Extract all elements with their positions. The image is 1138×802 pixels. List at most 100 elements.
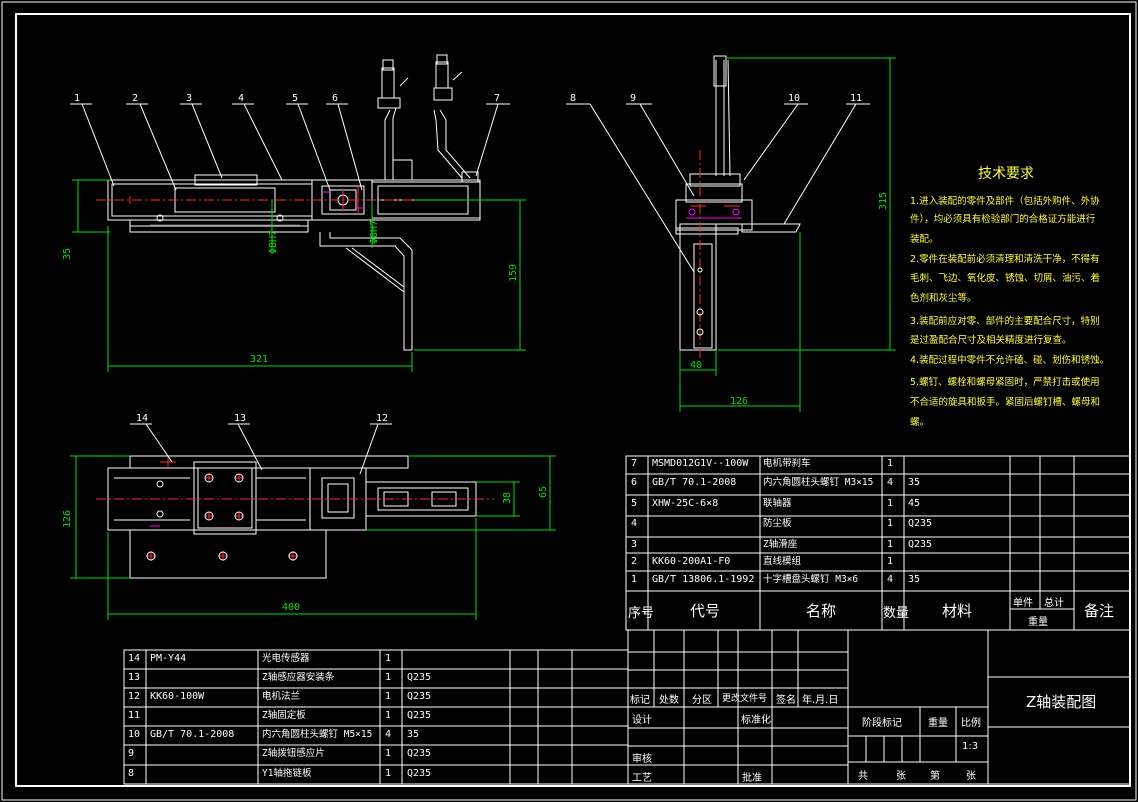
balloon-7: 7 bbox=[494, 93, 500, 104]
tech-line-5: 毛刺、飞边、氧化皮、锈蚀、切屑、油污、着 bbox=[910, 272, 1100, 284]
part-material: Q235 bbox=[407, 672, 432, 683]
tech-line-12: 螺。 bbox=[910, 417, 929, 428]
tech-line-7: 3.装配前应对零、部件的主要配合尺寸，特别 bbox=[910, 315, 1100, 327]
part-no: 4 bbox=[631, 518, 638, 529]
balloon-4: 4 bbox=[238, 93, 244, 104]
part-code: GB/T 70.1-2008 bbox=[150, 729, 235, 740]
inner-frame bbox=[15, 13, 1131, 787]
drawing-title: Z轴装配图 bbox=[1026, 693, 1097, 711]
part-material: Q235 bbox=[407, 768, 432, 779]
balloon-8: 8 bbox=[570, 93, 576, 104]
part-code: GB/T 70.1-2008 bbox=[652, 477, 737, 488]
part-name: 联轴器 bbox=[763, 498, 792, 509]
part-no: 8 bbox=[128, 768, 135, 779]
part-code: KK60-200A1-F0 bbox=[652, 556, 731, 567]
balloon-12: 12 bbox=[376, 413, 388, 424]
tb-docno: 更改文件号 bbox=[722, 694, 768, 704]
part-code: MSMD012G1V--100W bbox=[652, 458, 749, 469]
tech-line-11: 不合适的旋具和扳手。紧固后螺钉槽、螺母和 bbox=[910, 396, 1100, 408]
header-single: 单件 bbox=[1013, 598, 1033, 609]
part-material: Q235 bbox=[908, 539, 933, 550]
part-name: Z轴拨钮感应片 bbox=[262, 748, 325, 759]
tech-line-8: 是过盈配合尺寸及相关精度进行复查。 bbox=[910, 334, 1072, 346]
tb-std: 标准化 bbox=[741, 715, 771, 726]
part-no: 13 bbox=[128, 672, 141, 683]
part-qty: 1 bbox=[887, 498, 894, 509]
tb-mark: 标记 bbox=[630, 695, 650, 706]
part-code: XHW-25C-6×8 bbox=[652, 498, 719, 509]
tb-sheets: 张 bbox=[896, 771, 906, 782]
part-name: Z轴感应器安装条 bbox=[262, 672, 335, 683]
part-no: 14 bbox=[128, 653, 141, 664]
balloon-9: 9 bbox=[630, 93, 636, 104]
part-material: Q235 bbox=[407, 748, 432, 759]
tb-approve: 批准 bbox=[742, 773, 762, 784]
parts-list-lower bbox=[123, 649, 629, 785]
tb-sign: 签名 bbox=[776, 695, 796, 706]
part-code: PM-Y44 bbox=[150, 653, 187, 664]
tb-stage: 阶段标记 bbox=[862, 718, 902, 729]
part-material: 35 bbox=[908, 574, 921, 585]
header-mat: 材料 bbox=[942, 602, 973, 620]
part-no: 9 bbox=[128, 748, 135, 759]
part-name: 直线模组 bbox=[763, 556, 802, 567]
balloon-1: 1 bbox=[74, 93, 80, 104]
dim-phi-a: Φ8H7 bbox=[268, 230, 279, 254]
part-name: 十字槽盘头螺钉 M3×6 bbox=[763, 574, 859, 585]
front-view bbox=[70, 54, 526, 372]
tb-design: 设计 bbox=[632, 715, 652, 726]
part-no: 7 bbox=[631, 458, 638, 469]
balloon-11: 11 bbox=[850, 93, 862, 104]
tb-count: 处数 bbox=[659, 695, 679, 706]
part-code: GB/T 13806.1-1992 bbox=[652, 574, 755, 585]
tb-sheet2: 张 bbox=[966, 771, 976, 782]
part-no: 12 bbox=[128, 691, 141, 702]
part-qty: 1 bbox=[887, 518, 894, 529]
tech-line-3: 装配。 bbox=[910, 233, 939, 245]
dim-phi-b: Φ8H7 bbox=[369, 220, 380, 244]
dim-35: 35 bbox=[62, 248, 73, 260]
part-name: 电机法兰 bbox=[262, 691, 301, 702]
balloon-10: 10 bbox=[788, 93, 800, 104]
header-remark: 备注 bbox=[1084, 602, 1115, 620]
tb-total: 共 bbox=[858, 771, 868, 782]
part-qty: 1 bbox=[385, 710, 392, 721]
part-material: 35 bbox=[407, 729, 420, 740]
tech-line-9: 4.装配过程中零件不允许磕、碰、划伤和锈蚀。 bbox=[910, 354, 1109, 366]
part-name: Z轴滑座 bbox=[763, 539, 798, 550]
tech-line-1: 1.进入装配的零件及部件（包括外购件、外协 bbox=[910, 195, 1100, 207]
tech-requirements: 技术要求 1.进入装配的零件及部件（包括外购件、外协 件），均必须具有检验部门的… bbox=[910, 166, 1109, 428]
dim-40: 40 bbox=[690, 360, 702, 371]
part-qty: 1 bbox=[385, 653, 392, 664]
header-qty: 数量 bbox=[883, 606, 910, 621]
part-no: 5 bbox=[631, 498, 638, 509]
part-material: 35 bbox=[908, 477, 921, 488]
header-code: 代号 bbox=[690, 602, 721, 620]
part-qty: 1 bbox=[385, 768, 392, 779]
tb-ratio: 比例 bbox=[961, 718, 981, 729]
tb-process: 工艺 bbox=[632, 773, 652, 784]
balloon-3: 3 bbox=[186, 93, 192, 104]
dim-126-side: 126 bbox=[730, 396, 748, 407]
title-block bbox=[627, 629, 1131, 785]
tech-line-4: 2.零件在装配前必须清理和清洗干净，不得有 bbox=[910, 253, 1100, 265]
part-qty: 1 bbox=[887, 458, 894, 469]
dim-159: 159 bbox=[508, 264, 519, 282]
dim-400: 400 bbox=[282, 602, 300, 613]
part-material: 45 bbox=[908, 498, 921, 509]
part-no: 3 bbox=[631, 539, 638, 550]
part-name: 内六角圆柱头螺钉 M3×15 bbox=[763, 477, 874, 488]
dim-315: 315 bbox=[878, 192, 889, 210]
part-qty: 1 bbox=[887, 539, 894, 550]
part-name: 内六角圆柱头螺钉 M5×15 bbox=[262, 729, 373, 740]
parts-list-upper bbox=[625, 455, 1131, 631]
tech-line-10: 5.螺钉、螺栓和螺母紧固时，严禁打击或使用 bbox=[910, 376, 1100, 388]
balloon-6: 6 bbox=[332, 93, 338, 104]
part-code: KK60-100W bbox=[150, 691, 205, 702]
balloon-2: 2 bbox=[132, 93, 138, 104]
part-name: Y1轴拖链板 bbox=[262, 768, 312, 779]
part-name: 光电传感器 bbox=[262, 653, 310, 664]
part-qty: 4 bbox=[887, 477, 894, 488]
